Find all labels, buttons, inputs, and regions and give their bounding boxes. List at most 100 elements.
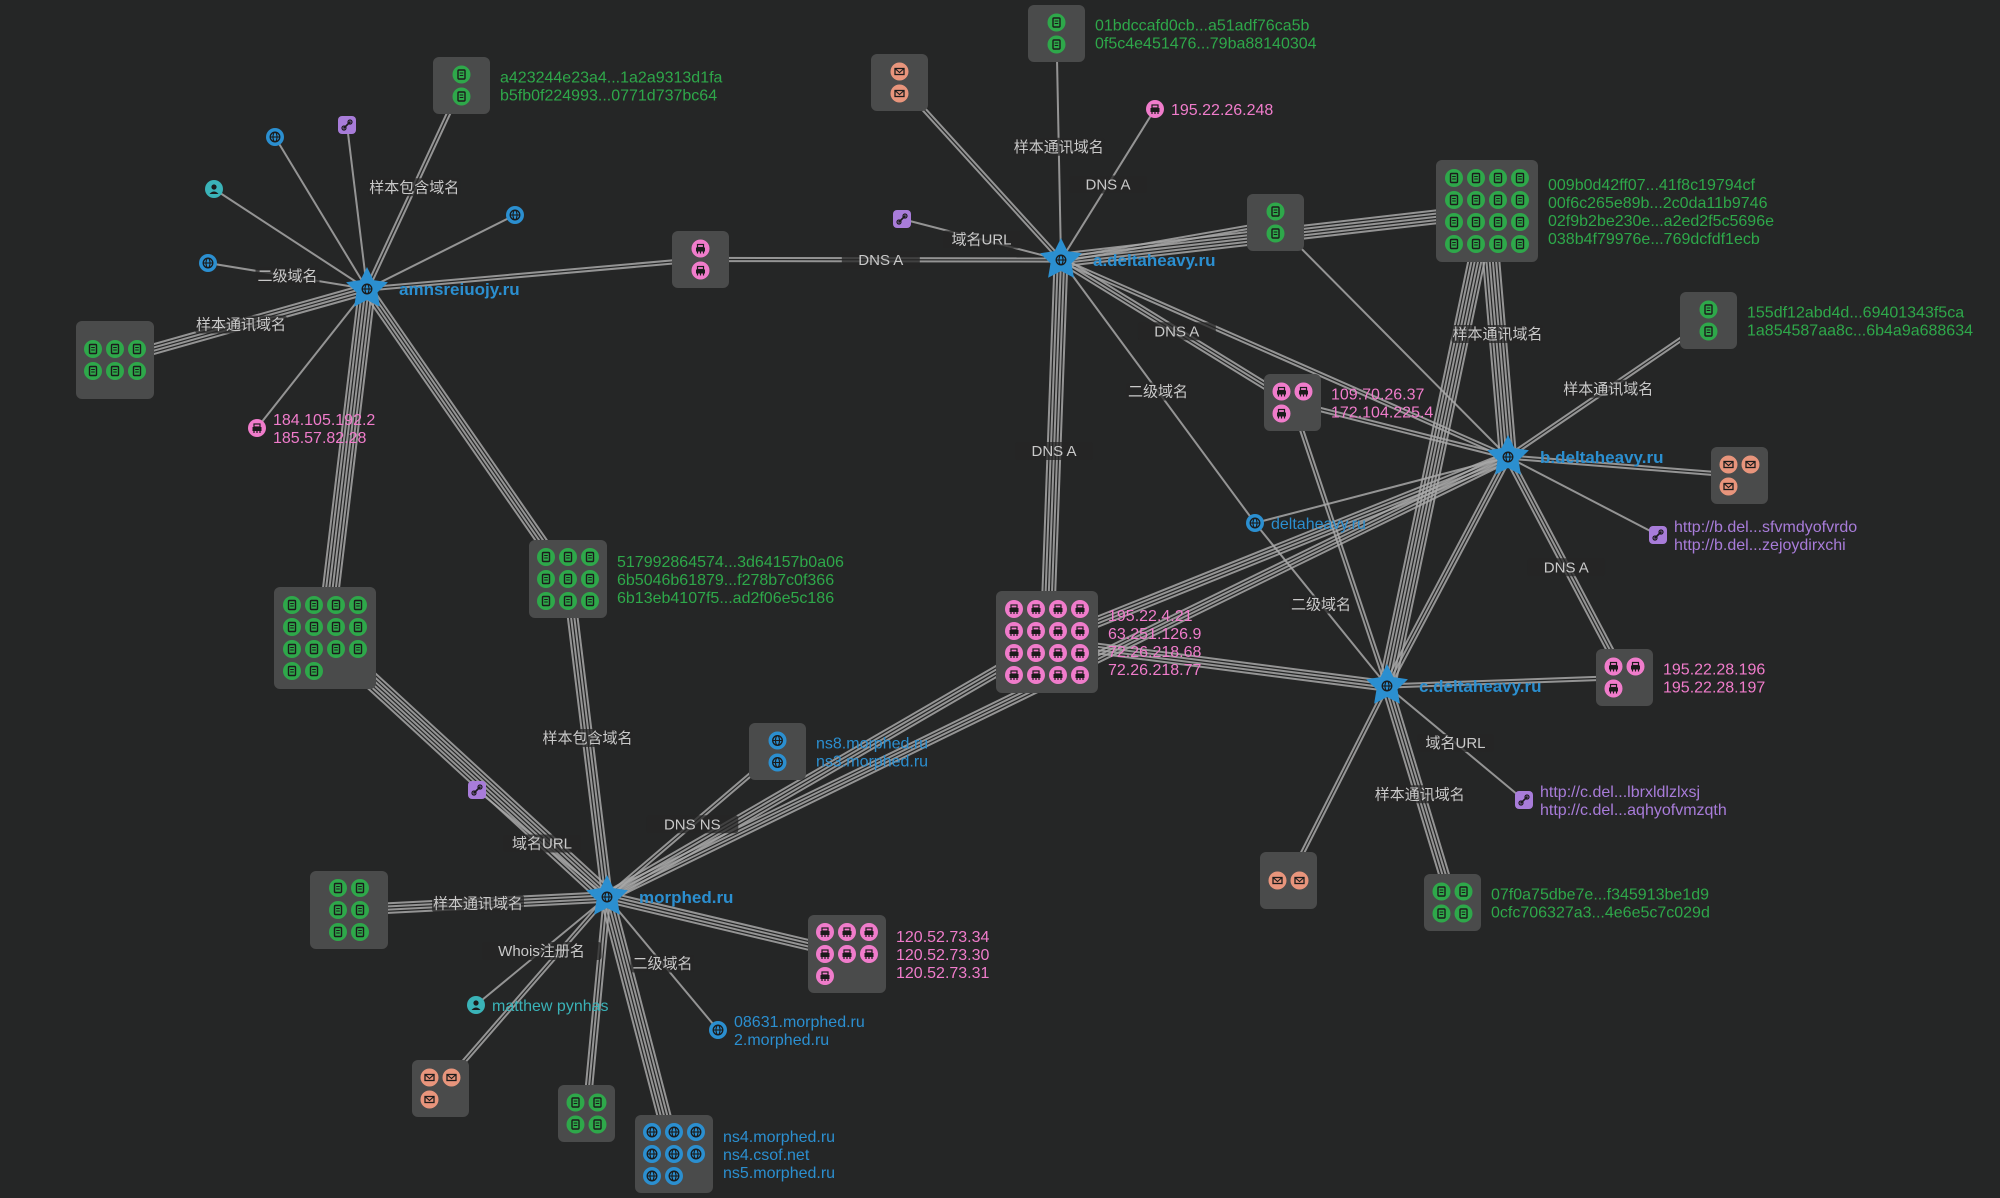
url-icon xyxy=(467,780,487,800)
node-sample[interactable] xyxy=(558,1085,615,1142)
edge-label: DNS A xyxy=(1031,443,1076,460)
sample-icon xyxy=(105,361,125,381)
edge-bundle[interactable] xyxy=(1386,674,1625,689)
node-sample[interactable]: 009b0d42ff07...41f8c19794cf00f6c265e89b.… xyxy=(1436,160,1774,262)
sample-icon xyxy=(328,878,348,898)
edge-label-bg xyxy=(1012,137,1105,156)
edge-bundle[interactable] xyxy=(213,188,368,290)
node-sample[interactable] xyxy=(1247,194,1304,251)
ip-icon xyxy=(1070,665,1090,685)
edge-label: DNS A xyxy=(1085,177,1130,194)
edge-line xyxy=(1046,454,1508,642)
edge-bundle[interactable] xyxy=(1507,456,1659,536)
edge-bundle[interactable] xyxy=(897,80,1063,262)
edge-bundle[interactable] xyxy=(316,287,376,640)
edge-bundle[interactable] xyxy=(366,214,516,290)
edge-bundle[interactable] xyxy=(582,896,612,1114)
node-ip[interactable] xyxy=(672,231,729,288)
edge-label-bg xyxy=(1373,785,1466,804)
ip-icon xyxy=(1271,403,1292,424)
node-sample[interactable] xyxy=(76,321,154,399)
edge-bundle[interactable] xyxy=(274,136,368,290)
node-sample[interactable]: 01bdccafd0cb...a51adf76ca5b0f5c4e451476.… xyxy=(1028,5,1317,62)
node-email[interactable] xyxy=(871,54,928,111)
sample-icon xyxy=(1488,212,1508,232)
node-box xyxy=(433,57,490,114)
node-domain[interactable]: 08631.morphed.ru2.morphed.ru xyxy=(708,1014,865,1049)
node-sample[interactable]: 155df12abd4d...69401343f5ca1a854587aa8c.… xyxy=(1680,292,1973,349)
node-email[interactable] xyxy=(1711,447,1768,504)
node-label: ns4.morphed.ru xyxy=(723,1129,835,1146)
domain-node-amn[interactable]: amnsreiuojy.ru xyxy=(346,267,520,307)
node-url[interactable] xyxy=(892,209,912,229)
node-domain[interactable] xyxy=(198,253,218,273)
sample-icon xyxy=(1444,234,1464,254)
node-person[interactable]: matthew pynhas xyxy=(467,996,609,1015)
edge-bundle[interactable] xyxy=(256,288,368,429)
sample-icon xyxy=(580,569,600,589)
edge-bundle[interactable] xyxy=(1274,221,1509,458)
domain-label: morphed.ru xyxy=(639,888,733,907)
domain-icon xyxy=(767,752,788,773)
ip-icon xyxy=(837,944,857,964)
email-icon xyxy=(1267,870,1288,891)
node-sample[interactable]: a423244e23a4...1a2a9313d1fab5fb0f224993.… xyxy=(433,57,723,114)
edge-bundle[interactable] xyxy=(366,256,701,292)
ip-icon xyxy=(1048,621,1068,641)
edge-bundle[interactable] xyxy=(1286,684,1390,882)
edge-line xyxy=(366,214,516,290)
node-url[interactable] xyxy=(337,115,357,135)
node-ip[interactable]: 195.22.26.248 xyxy=(1145,99,1273,119)
node-sample[interactable] xyxy=(274,587,376,689)
edge-bundle[interactable] xyxy=(438,895,609,1091)
node-box xyxy=(310,871,388,949)
node-domain[interactable]: deltaheavy.ru xyxy=(1245,513,1366,533)
sample-icon xyxy=(565,1114,586,1135)
edge-label: DNS A xyxy=(1154,323,1199,340)
node-ip[interactable]: 195.22.4.2163.251.126.972.26.218.6872.26… xyxy=(996,591,1202,693)
edge-label-bg xyxy=(432,894,524,913)
node-sample[interactable] xyxy=(310,871,388,949)
node-url[interactable]: http://b.del...sfvmdyofvrdohttp://b.del.… xyxy=(1648,519,1857,554)
domain-node-cdel[interactable]: c.deltaheavy.ru xyxy=(1366,664,1542,704)
edge-bundle[interactable] xyxy=(1378,209,1496,688)
edge-label: 二级域名 xyxy=(1128,384,1188,401)
email-icon xyxy=(1718,476,1739,497)
node-url[interactable] xyxy=(467,780,487,800)
domain-node-morph[interactable]: morphed.ru xyxy=(586,875,733,915)
sample-icon xyxy=(1453,903,1474,924)
node-label: 038b4f79976e...769dcfdf1ecb xyxy=(1548,231,1760,248)
edge-bundle[interactable] xyxy=(599,895,682,1156)
node-label: 517992864574...3d64157b0a06 xyxy=(617,554,844,571)
node-email[interactable] xyxy=(412,1060,469,1117)
edge-bundle[interactable] xyxy=(346,124,368,290)
node-url[interactable]: http://c.del...lbrxldlzlxsjhttp://c.del.… xyxy=(1514,784,1727,819)
sample-icon xyxy=(328,900,348,920)
node-sample[interactable]: 517992864574...3d64157b0a066b5046b61879.… xyxy=(529,540,844,618)
node-email[interactable] xyxy=(1260,852,1317,909)
domain-node-bdel[interactable]: b.deltaheavy.ru xyxy=(1487,435,1663,475)
edge-bundle[interactable] xyxy=(362,285,573,583)
edge-line xyxy=(1047,639,1388,686)
node-sample[interactable]: 07f0a75dbe7e...f345913be1d90cfc706327a3.… xyxy=(1424,874,1710,931)
sample-icon xyxy=(558,569,578,589)
edge-bundle[interactable] xyxy=(1046,636,1388,692)
edge-bundle[interactable] xyxy=(1507,454,1740,479)
node-person[interactable] xyxy=(205,180,223,198)
url-icon xyxy=(1648,525,1668,545)
node-domain[interactable] xyxy=(505,205,525,225)
edge-bundle[interactable] xyxy=(605,891,849,960)
edge-bundle[interactable] xyxy=(1291,399,1509,460)
domain-node-adel[interactable]: a.deltaheavy.ru xyxy=(1040,238,1216,278)
globe-icon xyxy=(357,279,377,299)
node-domain[interactable] xyxy=(265,127,285,147)
edge-bundle[interactable] xyxy=(1383,455,1512,688)
sample-icon xyxy=(536,591,556,611)
